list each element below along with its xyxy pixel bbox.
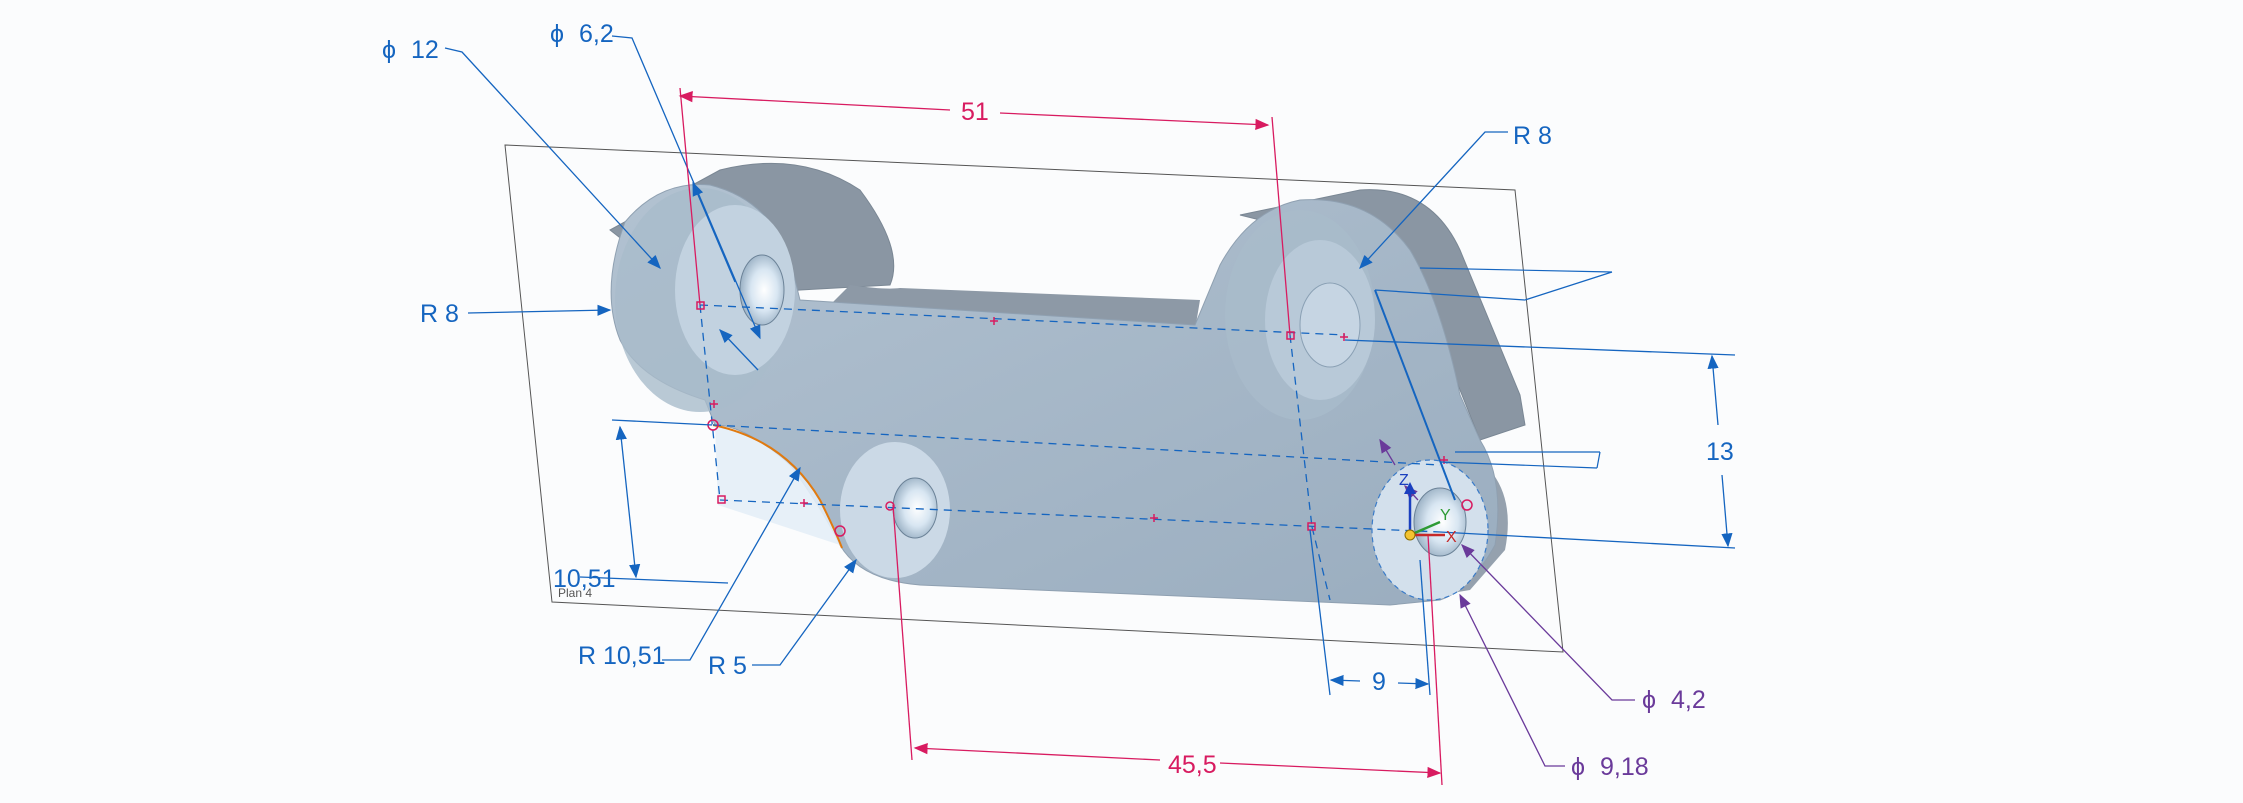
sketch-plane[interactable]	[504, 144, 1564, 653]
dimension-value: 45,5	[1168, 751, 1217, 779]
svg-text:ϕ 12: ϕ 12	[382, 36, 439, 64]
dimension-value: 10,51	[553, 565, 616, 593]
dimension-value: 9,18	[1600, 753, 1649, 781]
dimension-r-10-51[interactable]: R 10,51	[578, 466, 801, 670]
dimension-phi-9-18[interactable]: ϕ 9,18	[1379, 438, 1649, 781]
dimension-13[interactable]: 13	[1344, 339, 1736, 549]
dimension-value: 12	[411, 36, 439, 64]
middle-hole[interactable]	[892, 477, 938, 539]
dimension-value: 13	[1706, 438, 1734, 466]
triad-x-label: X	[1446, 529, 1457, 546]
dimension-value: R 10,51	[578, 642, 666, 670]
part-body[interactable]	[609, 162, 1526, 606]
dimension-value: R 8	[1513, 122, 1552, 150]
svg-text:ϕ 6,2: ϕ 6,2	[550, 20, 614, 48]
dimension-9[interactable]: 9	[1309, 529, 1431, 696]
dimension-51[interactable]: 51	[678, 87, 1291, 336]
profile-region	[715, 425, 840, 545]
sketch-edge[interactable]	[1374, 289, 1456, 501]
construction-lines	[699, 304, 1441, 601]
dimension-45-5[interactable]: 45,5	[892, 504, 1443, 786]
dimension-value: 9	[1372, 668, 1386, 696]
svg-text:ϕ 4,2: ϕ 4,2	[1642, 686, 1706, 714]
dimension-phi-4-2[interactable]: ϕ 4,2	[1404, 484, 1706, 714]
dimension-phi-12[interactable]: ϕ 12	[382, 0, 759, 371]
dimension-r-8-left[interactable]: R 8	[420, 300, 612, 328]
dimension-r-8-top[interactable]: R 8	[1359, 122, 1552, 270]
dimension-symbol: ϕ	[1642, 686, 1656, 714]
dimension-phi-6-2[interactable]: ϕ 6,2	[550, 20, 761, 340]
sketch-plane-label: Plan 4	[558, 586, 592, 600]
dimension-symbol: ϕ	[1571, 753, 1585, 781]
dimension-10-51[interactable]: 10,51	[553, 419, 729, 593]
left-hole[interactable]	[739, 254, 785, 326]
coordinate-triad[interactable]: Z Y X	[1399, 472, 1457, 546]
dimension-r-5[interactable]: R 5	[708, 558, 857, 680]
dimension-value: 6,2	[579, 20, 614, 48]
right-hole[interactable]	[1299, 282, 1361, 368]
dimension-value: 4,2	[1671, 686, 1706, 714]
triad-y-label: Y	[1440, 507, 1451, 524]
dimension-value: 51	[961, 98, 989, 126]
dimension-value: R 8	[420, 300, 459, 328]
triad-z-label: Z	[1399, 472, 1409, 489]
svg-text:ϕ 9,18: ϕ 9,18	[1571, 753, 1649, 781]
sketch-points[interactable]	[696, 301, 1473, 537]
dimension-value: R 5	[708, 652, 747, 680]
dimension-symbol: ϕ	[382, 36, 396, 64]
left-counterbore	[675, 205, 795, 375]
extension-lines-right	[1374, 267, 1613, 469]
dimension-symbol: ϕ	[550, 20, 564, 48]
